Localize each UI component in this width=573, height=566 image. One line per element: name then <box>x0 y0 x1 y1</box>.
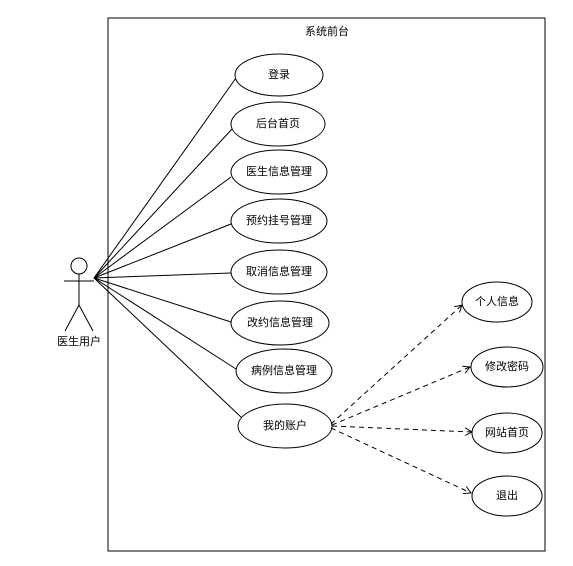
use-case-label: 个人信息 <box>475 294 519 308</box>
use-case-personal-info[interactable]: 个人信息 <box>461 281 533 323</box>
actor-head <box>70 257 88 275</box>
extension-links <box>330 305 472 493</box>
actor-left-leg <box>64 304 80 332</box>
actor-right-leg <box>78 304 94 332</box>
use-case-label: 退出 <box>496 488 518 502</box>
use-case-label: 修改密码 <box>485 359 529 373</box>
use-case-logout[interactable]: 退出 <box>471 475 543 517</box>
use-case-appointment-mgmt[interactable]: 预约挂号管理 <box>230 198 328 244</box>
use-case-label: 登录 <box>268 67 290 81</box>
use-case-cancel-info-mgmt[interactable]: 取消信息管理 <box>230 249 328 295</box>
actor-doctor-user: 医生用户 <box>57 257 101 348</box>
use-case-site-home[interactable]: 网站首页 <box>471 412 543 454</box>
association-appointment-mgmt <box>93 223 232 279</box>
association-login <box>93 77 237 279</box>
association-doctor-info-mgmt <box>93 176 232 279</box>
use-case-reschedule-info-mgmt[interactable]: 改约信息管理 <box>230 300 330 346</box>
association-reschedule-info-mgmt <box>93 277 232 323</box>
actor-label: 医生用户 <box>57 334 101 348</box>
use-case-my-account[interactable]: 我的账户 <box>237 403 333 449</box>
use-case-label: 改约信息管理 <box>247 315 313 329</box>
association-cancel-info-mgmt <box>93 272 232 279</box>
use-case-label: 医生信息管理 <box>246 164 312 178</box>
use-case-backend-home[interactable]: 后台首页 <box>230 101 326 147</box>
association-case-info-mgmt <box>93 277 237 370</box>
link-logout <box>330 427 471 493</box>
use-case-login[interactable]: 登录 <box>234 53 324 97</box>
link-personal-info <box>330 305 462 425</box>
system-title: 系统前台 <box>305 24 349 38</box>
use-case-label: 网站首页 <box>485 425 529 439</box>
use-case-label: 病例信息管理 <box>251 363 317 377</box>
use-case-doctor-info-mgmt[interactable]: 医生信息管理 <box>230 149 328 195</box>
association-backend-home <box>93 127 234 279</box>
use-case-label: 取消信息管理 <box>246 264 312 278</box>
use-case-case-info-mgmt[interactable]: 病例信息管理 <box>235 348 333 394</box>
link-change-password <box>331 367 470 426</box>
use-case-label: 我的账户 <box>263 418 307 432</box>
association-my-account <box>93 277 243 419</box>
use-case-change-password[interactable]: 修改密码 <box>470 346 544 388</box>
associations <box>93 77 243 419</box>
link-site-home <box>331 425 472 432</box>
use-case-label: 预约挂号管理 <box>246 213 312 227</box>
system-boundary <box>107 17 546 552</box>
use-case-label: 后台首页 <box>256 116 300 130</box>
